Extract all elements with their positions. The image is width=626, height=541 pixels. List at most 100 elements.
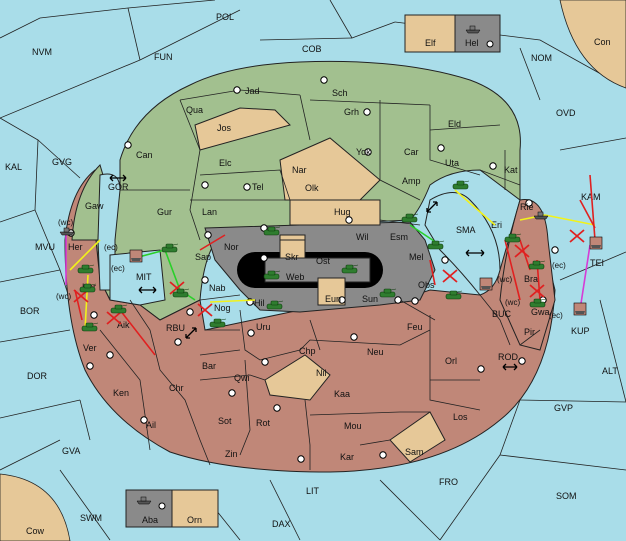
svg-text:Con: Con — [594, 37, 611, 47]
svg-text:Elc: Elc — [219, 158, 232, 168]
svg-text:Kat: Kat — [504, 165, 518, 175]
svg-text:ROD: ROD — [498, 352, 519, 362]
supply-centers — [67, 76, 559, 463]
army-icon — [81, 322, 99, 332]
svg-text:Eld: Eld — [448, 119, 461, 129]
svg-text:Aik: Aik — [117, 320, 130, 330]
svg-text:Jad: Jad — [245, 86, 260, 96]
svg-text:Neu: Neu — [367, 347, 384, 357]
svg-text:Hil: Hil — [254, 298, 265, 308]
svg-text:(wc): (wc) — [58, 218, 73, 227]
svg-text:Can: Can — [136, 150, 153, 160]
fleet-icon — [533, 211, 549, 220]
svg-text:Kar: Kar — [340, 452, 354, 462]
army-icon — [504, 233, 522, 243]
svg-text:FUN: FUN — [154, 52, 173, 62]
army-icon — [401, 213, 419, 223]
sea-labels: POL NVM FUN COB NOM Con OVD KAL GVG GOR … — [5, 12, 618, 536]
svg-text:GVP: GVP — [554, 403, 573, 413]
fleet-token — [479, 277, 493, 291]
coast-tags: (wc) (ec) (ec) (wc) (wc) (ec) (wc) (ec) — [56, 218, 566, 320]
army-icon — [528, 260, 546, 270]
svg-text:Sot: Sot — [218, 416, 232, 426]
svg-text:KUP: KUP — [571, 326, 590, 336]
svg-text:Sap: Sap — [195, 252, 211, 262]
svg-text:SMA: SMA — [456, 225, 476, 235]
army-icon — [172, 288, 190, 298]
svg-text:Rie: Rie — [520, 202, 534, 212]
svg-text:Aba: Aba — [142, 515, 158, 525]
svg-text:Eun: Eun — [325, 294, 341, 304]
fleet-token — [573, 302, 587, 316]
svg-text:Cow: Cow — [26, 526, 45, 536]
svg-text:(ec): (ec) — [552, 261, 566, 270]
army-icon — [529, 298, 547, 308]
svg-text:Sch: Sch — [332, 88, 348, 98]
con-island — [559, 0, 626, 89]
svg-text:Chp: Chp — [299, 346, 316, 356]
fleet-token — [589, 236, 603, 250]
svg-text:MIT: MIT — [136, 272, 152, 282]
svg-text:Uta: Uta — [445, 158, 459, 168]
army-icon — [379, 288, 397, 298]
svg-text:Bra: Bra — [524, 274, 538, 284]
svg-text:Qwi: Qwi — [234, 373, 250, 383]
svg-text:Bar: Bar — [202, 361, 216, 371]
svg-text:FRO: FRO — [439, 477, 458, 487]
svg-text:Nab: Nab — [209, 283, 226, 293]
svg-text:Pir: Pir — [524, 327, 535, 337]
svg-text:GVG: GVG — [52, 157, 72, 167]
army-icon — [341, 264, 359, 274]
army-icon — [263, 226, 281, 236]
box-elf-hel: Elf Hel — [404, 14, 501, 53]
svg-text:Hug: Hug — [334, 207, 351, 217]
svg-text:Zin: Zin — [225, 449, 238, 459]
svg-text:Ost: Ost — [316, 256, 331, 266]
fleet-token — [129, 249, 143, 263]
svg-text:Nil: Nil — [316, 368, 327, 378]
svg-text:Yok: Yok — [356, 147, 371, 157]
svg-text:Amp: Amp — [402, 176, 421, 186]
svg-text:Ken: Ken — [113, 388, 129, 398]
svg-text:Jos: Jos — [217, 123, 232, 133]
svg-text:Ail: Ail — [146, 420, 156, 430]
svg-text:Orn: Orn — [187, 515, 202, 525]
channel-arrows — [109, 174, 518, 371]
svg-text:Elf: Elf — [425, 38, 436, 48]
svg-text:Eri: Eri — [491, 220, 502, 230]
svg-text:GVA: GVA — [62, 446, 80, 456]
fleet-icon — [59, 227, 75, 236]
svg-text:Sun: Sun — [362, 294, 378, 304]
svg-text:(wc): (wc) — [497, 275, 512, 284]
svg-text:Gur: Gur — [157, 207, 172, 217]
svg-text:BUC: BUC — [492, 309, 512, 319]
svg-text:NOM: NOM — [531, 53, 552, 63]
svg-text:Feu: Feu — [407, 322, 423, 332]
army-icon — [161, 243, 179, 253]
svg-text:Olk: Olk — [305, 183, 319, 193]
svg-text:Web: Web — [286, 272, 304, 282]
svg-text:Chr: Chr — [169, 383, 184, 393]
svg-text:MVU: MVU — [35, 242, 55, 252]
army-icon — [263, 270, 281, 280]
svg-text:RBU: RBU — [166, 323, 185, 333]
svg-text:Lan: Lan — [202, 207, 217, 217]
svg-text:LIT: LIT — [306, 486, 320, 496]
svg-text:COB: COB — [302, 44, 322, 54]
svg-text:Tel: Tel — [252, 182, 264, 192]
svg-text:GOR: GOR — [108, 182, 129, 192]
svg-text:(wc): (wc) — [56, 292, 71, 301]
army-icon — [445, 290, 463, 300]
svg-text:KAM: KAM — [581, 192, 601, 202]
armies — [77, 180, 547, 332]
svg-text:(ec): (ec) — [549, 311, 563, 320]
fleet-icon — [465, 25, 481, 34]
svg-text:OVD: OVD — [556, 108, 576, 118]
svg-text:Gwa: Gwa — [531, 307, 550, 317]
svg-text:Mel: Mel — [409, 252, 424, 262]
svg-text:Esm: Esm — [390, 232, 408, 242]
svg-text:POL: POL — [216, 12, 234, 22]
fleets — [59, 211, 603, 316]
